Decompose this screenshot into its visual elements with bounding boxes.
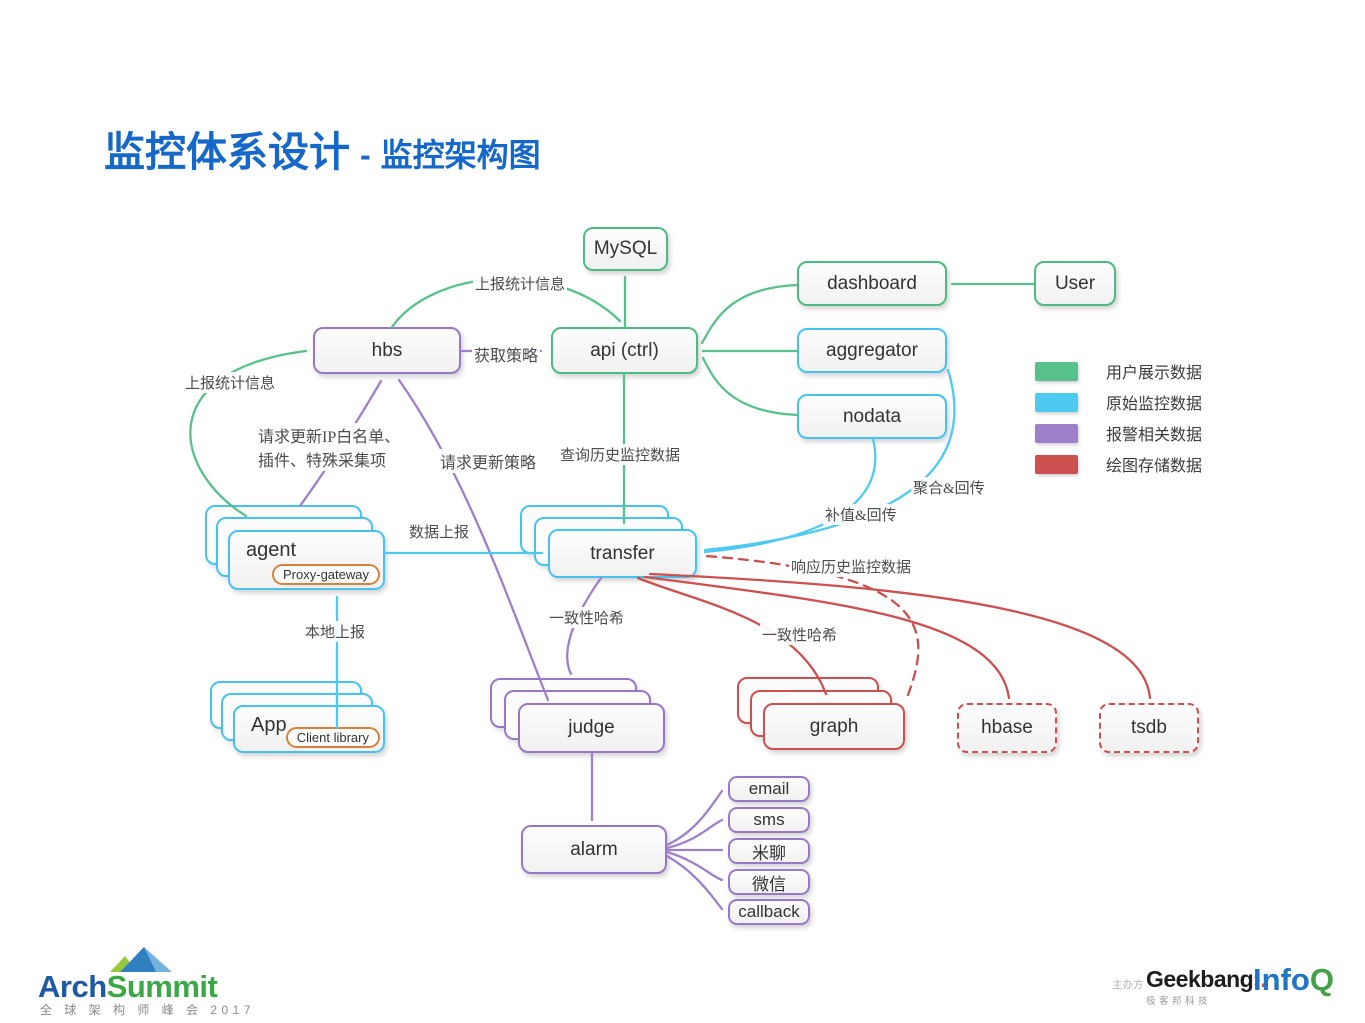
- legend-swatch-blue: [1035, 392, 1078, 412]
- node-mysql-label: MySQL: [593, 238, 658, 259]
- geekbang-mark: ›.: [1253, 966, 1267, 992]
- node-callback: callback: [728, 899, 810, 925]
- archsummit-arch: Arch: [38, 969, 107, 1004]
- label-response-history: 响应历史监控数据: [789, 556, 914, 577]
- label-query-history: 查询历史监控数据: [558, 444, 683, 465]
- label-hash-judge: 一致性哈希: [547, 607, 627, 628]
- legend-label-purple: 报警相关数据: [1106, 427, 1203, 444]
- node-nodata-label: nodata: [842, 405, 902, 427]
- geekbang-name2: bang: [1200, 966, 1254, 992]
- label-request-update-policy: 请求更新策略: [438, 449, 539, 473]
- label-fill-back: 补值&回传: [823, 504, 899, 525]
- node-miliao: 米聊: [728, 838, 810, 864]
- node-transfer-label: transfer: [590, 542, 655, 564]
- node-weixin: 微信: [728, 869, 810, 895]
- node-alarm: alarm: [521, 825, 667, 874]
- legend-swatch-green: [1035, 361, 1078, 381]
- node-api: api (ctrl): [551, 327, 698, 374]
- legend-item-user-display: 用户展示数据: [1035, 361, 1203, 382]
- node-app-label: App: [251, 714, 287, 736]
- legend-item-alarm-related: 报警相关数据: [1035, 423, 1203, 444]
- node-tsdb-label: tsdb: [1131, 717, 1167, 738]
- node-callback-label: callback: [738, 902, 800, 921]
- node-hbs-label: hbs: [371, 339, 403, 361]
- label-local-report: 本地上报: [303, 621, 368, 642]
- node-graph-label: graph: [809, 715, 859, 737]
- legend-swatch-red: [1035, 454, 1078, 474]
- edge-alarm-to-email: [665, 789, 724, 847]
- app-client-library-tag: Client library: [285, 727, 380, 748]
- label-aggregate-back: 聚合&回传: [911, 477, 987, 498]
- node-user: User: [1034, 261, 1116, 306]
- legend-label-green: 用户展示数据: [1106, 365, 1203, 382]
- legend-label-blue: 原始监控数据: [1106, 396, 1203, 413]
- node-agent-label: agent: [246, 539, 297, 561]
- node-aggregator-label: aggregator: [826, 339, 918, 361]
- page-title: 监控体系设计-监控架构图: [104, 118, 541, 178]
- node-email: email: [728, 776, 810, 802]
- label-report-stats-left: 上报统计信息: [183, 372, 278, 393]
- node-weixin-label: 微信: [752, 874, 786, 894]
- infoq-info: Info: [1253, 962, 1310, 997]
- node-hbase-label: hbase: [981, 717, 1033, 738]
- node-judge-label: judge: [568, 717, 615, 738]
- label-report-stats-top: 上报统计信息: [473, 273, 568, 294]
- node-email-label: email: [748, 779, 790, 798]
- edge-alarm-to-weixin: [665, 850, 724, 882]
- node-dashboard-label: dashboard: [827, 272, 917, 294]
- node-user-label: User: [1054, 272, 1096, 294]
- geekbang-subtitle: 极客邦科技: [1146, 996, 1212, 1007]
- sponsor-label: 主办方: [1112, 979, 1144, 991]
- mountain-icon: [110, 947, 172, 972]
- node-sms: sms: [728, 807, 810, 833]
- infoq-q: Q: [1309, 962, 1334, 997]
- edge-nodata-to-api: [701, 356, 799, 417]
- node-dashboard: dashboard: [797, 261, 947, 306]
- edge-dashboard-to-api: [700, 283, 799, 345]
- archsummit-wordmark: ArchSummit: [38, 969, 218, 1005]
- node-hbs: hbs: [313, 327, 461, 374]
- label-hash-graph: 一致性哈希: [760, 624, 840, 645]
- node-sms-label: sms: [753, 810, 785, 829]
- edge-nodata-to-transfer-fill-back: [703, 437, 877, 554]
- node-graph: graph: [763, 703, 905, 750]
- geekbang-name1: Geek: [1146, 966, 1201, 992]
- agent-proxy-gateway-tag: Proxy-gateway: [272, 564, 380, 585]
- geekbang-wordmark: Geekbang›.: [1146, 966, 1267, 993]
- legend-item-raw-monitor: 原始监控数据: [1035, 392, 1203, 413]
- node-api-label: api (ctrl): [590, 339, 659, 361]
- archsummit-summit: Summit: [106, 969, 218, 1004]
- edge-transfer-to-tsdb: [648, 572, 1152, 700]
- node-miliao-label: 米聊: [752, 843, 786, 863]
- node-transfer: transfer: [548, 529, 697, 578]
- legend-swatch-purple: [1035, 423, 1078, 443]
- geekbang-logo: Geekbang›. 极客邦科技: [1146, 966, 1267, 1007]
- title-sub: 监控架构图: [380, 137, 541, 173]
- node-tsdb: tsdb: [1099, 703, 1199, 753]
- label-get-policy: 获取策略: [472, 342, 541, 366]
- node-aggregator: aggregator: [797, 328, 947, 373]
- edge-alarm-to-sms: [665, 818, 724, 850]
- label-request-update-line2: 插件、特殊采集项: [256, 447, 389, 471]
- legend-item-draw-storage: 绘图存储数据: [1035, 454, 1203, 475]
- label-data-report: 数据上报: [407, 521, 472, 542]
- title-main: 监控体系设计: [104, 129, 350, 175]
- legend-label-red: 绘图存储数据: [1106, 458, 1203, 475]
- edge-alarm-to-callback: [665, 854, 724, 911]
- node-agent: agent Proxy-gateway: [228, 530, 385, 590]
- node-alarm-label: alarm: [570, 838, 618, 860]
- label-request-update-line1: 请求更新IP白名单、: [256, 423, 403, 447]
- node-judge: judge: [518, 703, 665, 753]
- node-hbase: hbase: [957, 703, 1057, 753]
- infoq-logo: InfoQ: [1253, 962, 1334, 998]
- archsummit-subtitle: 全 球 架 构 师 峰 会 2017: [40, 1003, 256, 1017]
- node-mysql: MySQL: [583, 227, 668, 271]
- node-app: App Client library: [233, 705, 385, 753]
- node-nodata: nodata: [797, 394, 947, 439]
- title-separator: -: [360, 137, 371, 173]
- legend: 用户展示数据 原始监控数据 报警相关数据 绘图存储数据: [1035, 361, 1202, 485]
